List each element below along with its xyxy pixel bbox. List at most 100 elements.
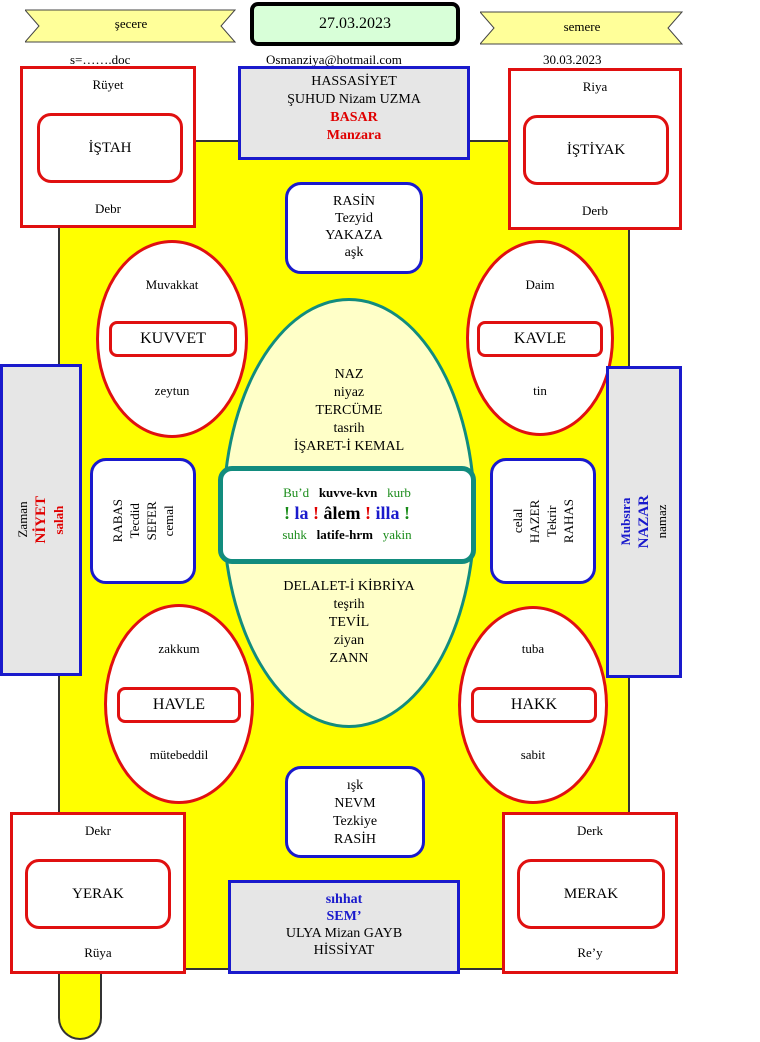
ellipse-bl-bottom: mütebeddil — [149, 747, 209, 762]
core-r1b: kuvve-kvn — [318, 485, 378, 500]
mid-right-l1: celal — [510, 508, 525, 534]
core-box: Bu’d kuvve-kvn kurb ! la ! âlem ! illa !… — [218, 466, 476, 564]
core-r2d: âlem — [323, 503, 361, 523]
ellipse-br-top: tuba — [521, 641, 545, 656]
top-center-box: HASSASİYET ŞUHUD Nizam UZMA BASAR Manzar… — [238, 66, 470, 160]
ellipse-tr-bottom: tin — [533, 383, 547, 398]
file-label: s=…….doc — [70, 52, 131, 67]
left-banner-ribbon — [25, 9, 237, 43]
date-box: 27.03.2023 — [250, 2, 460, 46]
core-r2a: ! — [283, 503, 290, 523]
top-center-l3: BASAR — [330, 110, 378, 125]
core-row2: ! la ! âlem ! illa ! — [223, 503, 471, 524]
center-top-l3: TERCÜME — [315, 403, 383, 418]
top-center-l2: ŞUHUD Nizam UZMA — [287, 92, 421, 107]
center-top-l1: NAZ — [334, 367, 364, 382]
ellipse-bottom-left: zakkum HAVLE mütebeddil — [104, 604, 254, 804]
mid-left-l2: Tecdid — [127, 503, 142, 539]
mid-right-text: celal HAZER Tekrir RAHAS — [509, 499, 577, 543]
ellipse-bottom-right: tuba HAKK sabit — [458, 606, 608, 804]
ellipse-tl-mid: KUVVET — [109, 321, 237, 357]
ellipse-top-right: Daim KAVLE tin — [466, 240, 614, 436]
rasin-top-l1: RASİN — [332, 194, 375, 209]
side-right-l2: NAZAR — [636, 495, 652, 549]
mid-right-box: celal HAZER Tekrir RAHAS — [490, 458, 596, 584]
center-bottom-l1: DELALET-İ KİBRİYA — [283, 579, 415, 594]
mid-left-l1: RABAS — [110, 499, 125, 543]
corner-tl-bottom: Debr — [95, 201, 121, 216]
bottom-center-l2: SEM’ — [326, 909, 362, 924]
side-left-text: Zaman NİYET salah — [14, 496, 68, 544]
ellipse-tr-mid: KAVLE — [477, 321, 603, 357]
side-left-l3: salah — [51, 505, 66, 535]
side-right-l1: Mubsıra — [618, 498, 633, 546]
core-r3c: yakin — [382, 527, 412, 542]
core-r3a: suhk — [282, 527, 307, 542]
corner-box-top-left: Rüyet İŞTAH Debr — [20, 66, 196, 228]
core-r3b: latife-hrm — [316, 527, 373, 542]
side-left-l2: NİYET — [33, 496, 49, 544]
rasin-bottom-l4: RASİH — [333, 832, 376, 847]
ellipse-tl-top: Muvakkat — [145, 277, 199, 292]
corner-box-top-right: Riya İŞTİYAK Derb — [508, 68, 682, 230]
corner-tr-mid: İŞTİYAK — [523, 115, 669, 185]
mid-left-l3: SEFER — [144, 501, 159, 541]
bottom-center-box: sıhhat SEM’ ULYA Mizan GAYB HİSSİYAT — [228, 880, 460, 974]
top-center-l4: Manzara — [326, 128, 382, 143]
center-bottom-l3: TEVİL — [328, 615, 370, 630]
side-right-l3: namaz — [654, 505, 669, 539]
rasin-bottom-box: ışk NEVM Tezkiye RASİH — [285, 766, 425, 858]
corner-br-bottom: Re’y — [577, 945, 603, 960]
corner-box-bottom-left: Dekr YERAK Rüya — [10, 812, 186, 974]
right-banner-label: semere — [563, 19, 601, 34]
mid-left-box: RABAS Tecdid SEFER cemal — [90, 458, 196, 584]
right-banner-ribbon — [480, 11, 684, 45]
email-label: Osmanziya@hotmail.com — [266, 52, 402, 67]
rasin-bottom-l1: ışk — [346, 778, 364, 793]
center-bottom-text: DELALET-İ KİBRİYA teşrih TEVİL ziyan ZAN… — [222, 578, 476, 668]
left-banner-label: şecere — [114, 16, 148, 31]
core-r1a: Bu’d — [283, 485, 310, 500]
mid-right-l2: HAZER — [527, 499, 542, 543]
core-r2f: illa — [375, 503, 400, 523]
bottom-center-l4: HİSSİYAT — [313, 943, 375, 958]
center-bottom-l2: teşrih — [333, 597, 365, 612]
center-bottom-l5: ZANN — [329, 651, 369, 666]
core-r2c: ! — [313, 503, 319, 523]
center-top-l5: İŞARET-İ KEMAL — [293, 439, 405, 454]
top-center-l1: HASSASİYET — [311, 74, 397, 89]
center-top-l4: tasrih — [333, 421, 365, 436]
core-r2e: ! — [364, 503, 371, 523]
center-bottom-l4: ziyan — [333, 633, 365, 648]
ellipse-bl-mid: HAVLE — [117, 687, 241, 723]
side-left-l1: Zaman — [15, 501, 30, 539]
side-right-box: Mubsıra NAZAR namaz — [606, 366, 682, 678]
side-right-text: Mubsıra NAZAR namaz — [617, 495, 671, 548]
corner-tl-mid: İŞTAH — [37, 113, 183, 183]
core-r2b: la — [294, 503, 309, 523]
corner-br-top: Derk — [577, 823, 603, 838]
core-r1c: kurb — [387, 485, 411, 500]
ellipse-br-bottom: sabit — [520, 747, 546, 762]
mid-left-text: RABAS Tecdid SEFER cemal — [109, 499, 177, 542]
ellipse-tr-top: Daim — [525, 277, 555, 292]
corner-bl-bottom: Rüya — [84, 945, 112, 960]
center-top-text: NAZ niyaz TERCÜME tasrih İŞARET-İ KEMAL — [222, 366, 476, 456]
rasin-bottom-l2: NEVM — [334, 796, 376, 811]
corner-box-bottom-right: Derk MERAK Re’y — [502, 812, 678, 974]
ellipse-bl-top: zakkum — [158, 641, 200, 656]
core-row1: Bu’d kuvve-kvn kurb — [223, 485, 471, 501]
bottom-center-l3: ULYA Mizan GAYB — [285, 926, 403, 941]
rasin-top-l2: Tezyid — [335, 211, 373, 226]
ellipse-tl-bottom: zeytun — [154, 383, 190, 398]
corner-bl-top: Dekr — [85, 823, 111, 838]
corner-tr-top: Riya — [582, 79, 608, 94]
mid-left-l4: cemal — [161, 505, 176, 537]
rasin-top-l4: aşk — [344, 245, 364, 260]
corner-br-mid: MERAK — [517, 859, 665, 929]
side-left-box: Zaman NİYET salah — [0, 364, 82, 676]
corner-tl-top: Rüyet — [92, 77, 124, 92]
mid-right-l4: RAHAS — [561, 498, 576, 544]
core-row3: suhk latife-hrm yakin — [223, 527, 471, 543]
corner-bl-mid: YERAK — [25, 859, 171, 929]
